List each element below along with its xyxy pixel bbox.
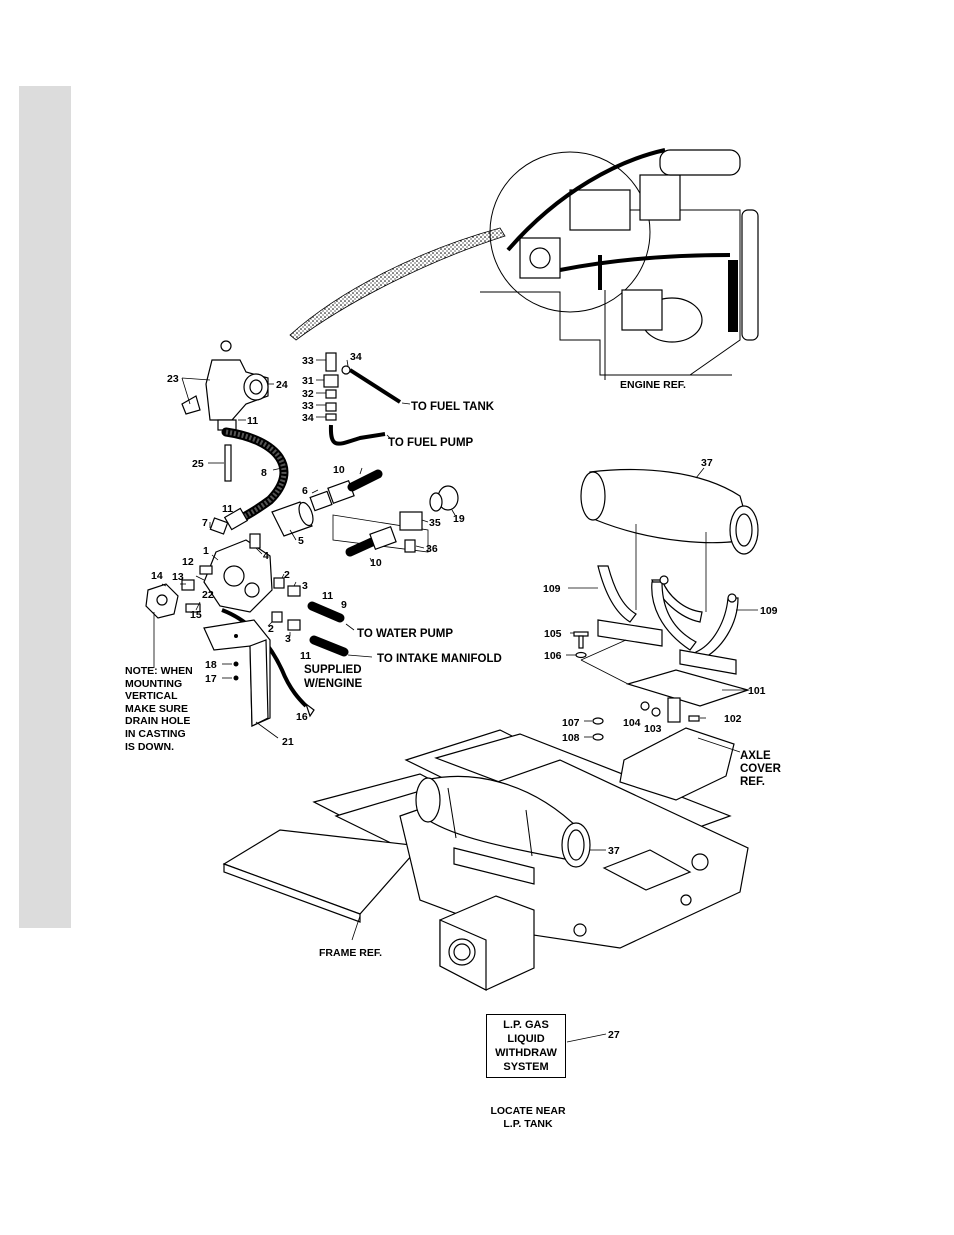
callout-3-lower: 3 xyxy=(285,633,291,645)
lp-gas-decal: L.P. GAS LIQUID WITHDRAW SYSTEM xyxy=(486,1014,566,1078)
callout-105: 105 xyxy=(544,628,562,640)
frame-reference-view xyxy=(222,727,749,991)
filter-and-adapter-assembly xyxy=(271,467,459,563)
decal-location-note: LOCATE NEAR L.P. TANK xyxy=(490,1105,566,1130)
to-fuel-tank-label: TO FUEL TANK xyxy=(411,401,495,413)
callout-32: 32 xyxy=(302,388,314,400)
callout-36: 36 xyxy=(426,543,438,555)
callout-109-left: 109 xyxy=(543,583,561,595)
callout-33-lower: 33 xyxy=(302,400,314,412)
callout-18: 18 xyxy=(205,659,217,671)
page-margin-strip xyxy=(19,86,71,928)
to-water-pump-label: TO WATER PUMP xyxy=(357,628,453,640)
frame-ref-label: FRAME REF. xyxy=(319,947,382,959)
callout-103: 103 xyxy=(644,723,662,735)
callout-37-upper: 37 xyxy=(701,457,713,469)
callout-11-top: 11 xyxy=(247,415,258,427)
callout-numbers: 33 34 31 32 33 34 23 24 11 25 8 10 6 19 … xyxy=(151,351,778,1041)
callout-5: 5 xyxy=(298,535,304,547)
callout-1: 1 xyxy=(203,545,209,557)
callout-14: 14 xyxy=(151,570,163,582)
callout-7: 7 xyxy=(202,517,208,529)
callout-35: 35 xyxy=(429,517,441,529)
callout-16: 16 xyxy=(296,711,308,723)
callout-101: 101 xyxy=(748,685,766,697)
callout-27: 27 xyxy=(608,1029,620,1041)
callout-31: 31 xyxy=(302,375,314,387)
engine-ref-label: ENGINE REF. xyxy=(620,379,686,391)
callout-11-lower: 11 xyxy=(300,650,311,662)
regulator-assembly xyxy=(145,517,373,718)
callout-106: 106 xyxy=(544,650,562,662)
callout-21: 21 xyxy=(282,736,294,748)
elbow-and-hose-assembly xyxy=(181,340,289,531)
callout-9: 9 xyxy=(341,599,347,611)
callout-34-upper: 34 xyxy=(350,351,362,363)
callout-10-lower: 10 xyxy=(370,557,382,569)
callout-4: 4 xyxy=(263,550,269,562)
supplied-label-line1: SUPPLIED xyxy=(304,664,362,676)
axle-cover-label-line2: COVER xyxy=(740,763,782,775)
callout-6: 6 xyxy=(302,485,308,497)
axle-cover-label-line3: REF. xyxy=(740,776,765,788)
callout-33-upper: 33 xyxy=(302,355,314,367)
callout-24: 24 xyxy=(276,379,288,391)
callout-8: 8 xyxy=(261,467,267,479)
callout-15: 15 xyxy=(190,609,202,621)
callout-109-right: 109 xyxy=(760,605,778,617)
callout-19: 19 xyxy=(453,513,465,525)
callout-102: 102 xyxy=(724,713,742,725)
callout-25: 25 xyxy=(192,458,204,470)
fuel-filter-stack xyxy=(316,352,411,446)
callout-2-lower: 2 xyxy=(268,623,274,635)
callout-107: 107 xyxy=(562,717,580,729)
to-fuel-pump-label: TO FUEL PUMP xyxy=(388,437,474,449)
callout-10-upper: 10 xyxy=(333,464,345,476)
callout-11-right: 11 xyxy=(322,590,333,602)
callout-3-upper: 3 xyxy=(302,580,308,592)
supplied-label-line2: W/ENGINE xyxy=(304,678,362,690)
callout-17: 17 xyxy=(205,673,217,685)
callout-23: 23 xyxy=(167,373,179,385)
axle-cover-label-line1: AXLE xyxy=(740,750,771,762)
callout-13: 13 xyxy=(172,571,184,583)
callout-2-upper: 2 xyxy=(284,569,290,581)
callout-12: 12 xyxy=(182,556,194,568)
to-intake-manifold-label: TO INTAKE MANIFOLD xyxy=(377,653,502,665)
mounting-bracket xyxy=(203,619,279,739)
callout-34-lower: 34 xyxy=(302,412,314,424)
callout-37-lower: 37 xyxy=(608,845,620,857)
mounting-note: NOTE: WHEN MOUNTING VERTICAL MAKE SURE D… xyxy=(125,665,193,753)
callout-108: 108 xyxy=(562,732,580,744)
callout-11-mid: 11 xyxy=(222,503,233,515)
engine-reference-view xyxy=(289,148,759,380)
lp-tank-exploded xyxy=(566,467,759,759)
callout-104: 104 xyxy=(623,717,641,729)
callout-22: 22 xyxy=(202,589,214,601)
